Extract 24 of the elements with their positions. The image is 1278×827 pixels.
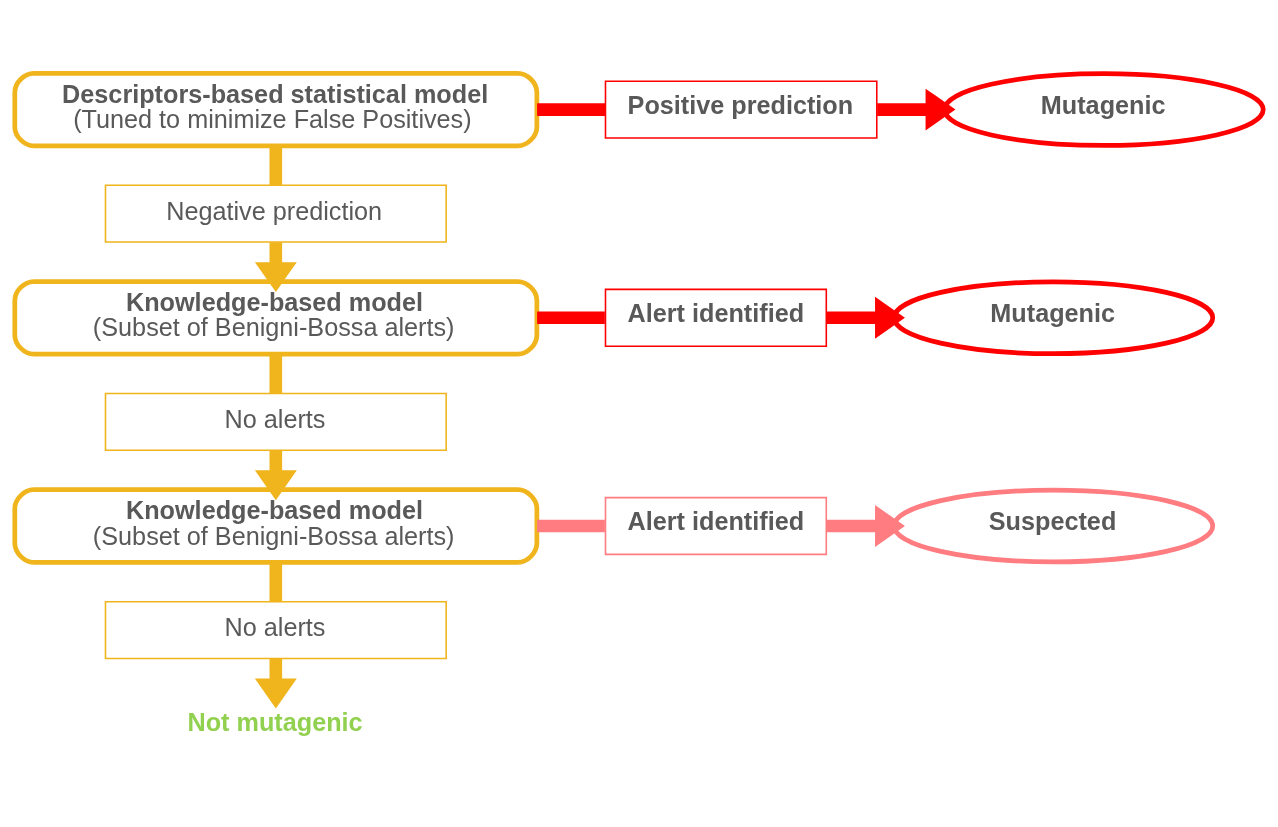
arrow — [254, 241, 297, 292]
node-text: Not mutagenic — [187, 707, 363, 736]
connector — [537, 519, 605, 532]
connector — [269, 353, 283, 393]
node-ellipse: Mutagenic — [942, 70, 1266, 148]
connector — [537, 102, 606, 116]
connector — [269, 561, 283, 601]
node-box: Negative prediction — [104, 184, 447, 243]
node-box: No alerts — [104, 600, 447, 659]
node-box: Alert identified — [604, 496, 828, 555]
node-box: Knowledge-based model (Subset of Benigni-Bossa alerts) — [12, 486, 540, 565]
arrow — [826, 504, 905, 547]
node-ellipse: Suspected — [891, 487, 1216, 564]
node-box: Descriptors-based statistical model (Tuned to minimize False Positives) — [12, 70, 540, 148]
arrow — [826, 296, 905, 339]
node-box: No alerts — [104, 392, 447, 451]
node-box: Alert identified — [604, 288, 828, 347]
connector — [269, 145, 283, 185]
connector — [537, 311, 605, 324]
node-box: Knowledge-based model (Subset of Benigni-Bossa alerts) — [12, 278, 540, 356]
arrow — [254, 658, 297, 709]
arrow — [254, 450, 297, 500]
arrow — [877, 88, 956, 131]
node-box: Positive prediction — [604, 79, 878, 139]
